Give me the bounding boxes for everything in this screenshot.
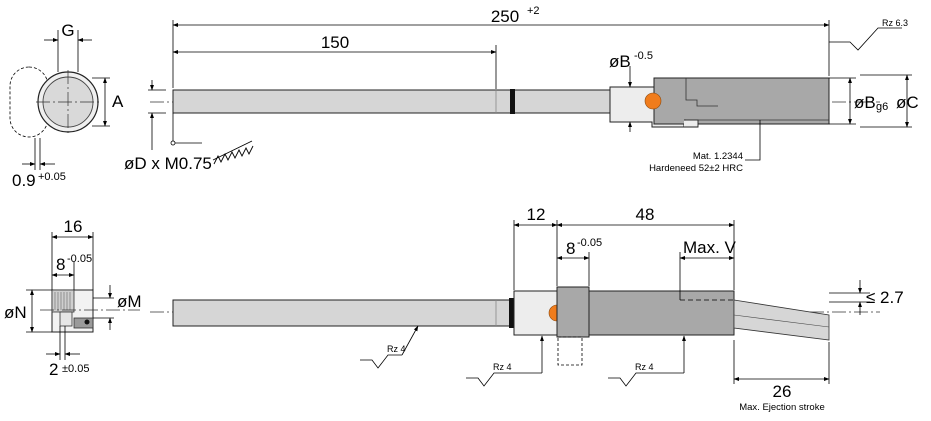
rz-top: Rz 6.3 <box>882 18 908 28</box>
rz-symbol-3-icon <box>608 372 650 387</box>
dim-26: 26 <box>773 382 792 401</box>
dim-2: 2 <box>49 360 58 379</box>
dim-M: øM <box>117 292 142 311</box>
dim-B: øB <box>609 52 631 71</box>
rz-symbol-1-icon <box>360 354 402 369</box>
dim-D: øD x M0.75 <box>124 154 212 173</box>
rz-symbol-icon <box>829 27 902 51</box>
dim-0-9-tol: +0.05 <box>38 171 66 183</box>
body <box>653 77 830 125</box>
rz-3: Rz 4 <box>635 362 654 372</box>
dim-16: 16 <box>64 217 83 236</box>
bottom-side-view: 12 48 8 -0.05 Max. V ≤ 2.7 26 Max. Eject… <box>150 205 904 413</box>
dim-maxV: Max. V <box>683 238 737 257</box>
dim-B-tol: -0.5 <box>634 50 653 62</box>
pin-groove <box>510 89 515 114</box>
dim-250: 250 <box>491 7 519 26</box>
dim-N: øN <box>4 303 27 322</box>
ejector-pin-bottom <box>172 299 512 327</box>
dim-2-7: ≤ 2.7 <box>866 288 904 307</box>
rz-2: Rz 4 <box>493 362 512 372</box>
material-line1: Mat. 1.2344 <box>693 151 743 162</box>
top-side-view: 250 +2 150 øB -0.5 øB g6 øC øC øD x M0.7… <box>124 5 919 174</box>
dim-A: A <box>112 92 124 111</box>
dim-Bg6-sub: g6 <box>876 101 888 113</box>
ejection-stroke-label: Max. Ejection stroke <box>739 402 825 413</box>
middle-block <box>556 286 590 338</box>
dim-0-9: 0.9 <box>12 171 36 190</box>
orange-marker <box>644 92 662 110</box>
rz-symbol-2-icon <box>466 372 508 387</box>
dim-250-tol: +2 <box>527 5 540 17</box>
dim-8a: 8 <box>56 255 65 274</box>
dim-8a-tol: -0.05 <box>67 253 92 265</box>
ejection-beam <box>733 299 830 341</box>
ejector-pin <box>172 89 611 114</box>
rz-1: Rz 4 <box>387 344 406 354</box>
body-bottom <box>588 290 735 336</box>
dim-12: 12 <box>527 205 546 224</box>
dim-Bg6: øB <box>854 93 876 112</box>
thread-symbol-icon <box>212 140 254 165</box>
dim-48: 48 <box>636 205 655 224</box>
top-end-view: G A 0.9 +0.05 <box>9 21 124 190</box>
bottom-end-view: 16 8 -0.05 øM øN 2 ±0.05 <box>4 217 142 379</box>
dim-2-tol: ±0.05 <box>62 363 89 375</box>
dim-C-label: øC <box>896 93 919 112</box>
dim-150: 150 <box>321 33 349 52</box>
dim-8b-tol: -0.05 <box>577 237 602 249</box>
dim-8b: 8 <box>566 239 575 258</box>
dim-G: G <box>61 21 74 40</box>
material-line2: Hardeneed 52±2 HRC <box>649 163 743 174</box>
